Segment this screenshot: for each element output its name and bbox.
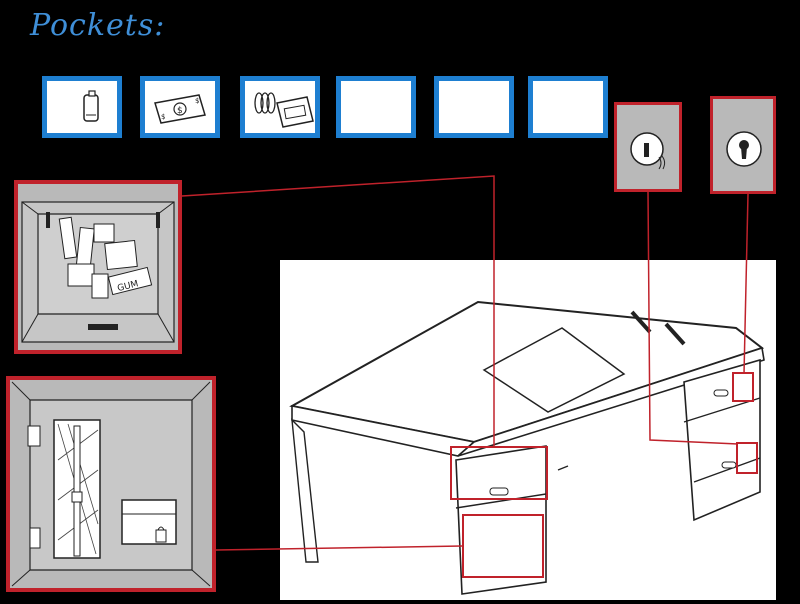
- inventory-slot-empty-4[interactable]: [336, 76, 416, 138]
- hotspot-right-middle-keyhole[interactable]: [736, 442, 758, 474]
- keyhole-closeup-damaged[interactable]: [614, 102, 682, 192]
- coins-and-wallet-icon: [254, 92, 314, 128]
- drawer-top-contents: GUM: [21, 201, 175, 343]
- inventory-slot-empty-6[interactable]: [528, 76, 608, 138]
- inventory-title: Pockets:: [30, 8, 166, 43]
- inventory-slot-dollar-bill[interactable]: $ $ $: [140, 76, 220, 138]
- papers-icon: [58, 216, 138, 299]
- lockbox-icon: [121, 499, 177, 545]
- damaged-keyhole-icon: [630, 132, 666, 170]
- inventory-slot-empty-5[interactable]: [434, 76, 514, 138]
- inventory-slot-phone[interactable]: [42, 76, 122, 138]
- pen-icon[interactable]: [630, 310, 652, 334]
- svg-text:$: $: [161, 113, 165, 121]
- drawer-interior-top[interactable]: GUM: [14, 180, 182, 354]
- svg-text:$: $: [195, 97, 199, 105]
- folder-stack-icon: [53, 419, 101, 559]
- dollar-bill-icon: $ $ $: [154, 94, 206, 124]
- inventory-slot-coins-wallet[interactable]: [240, 76, 320, 138]
- keyhole-closeup[interactable]: [710, 96, 776, 194]
- hotspot-left-top-drawer[interactable]: [450, 446, 548, 500]
- hotspot-right-top-keyhole[interactable]: [732, 372, 754, 402]
- drawer-interior-bottom[interactable]: [6, 376, 216, 592]
- svg-text:$: $: [177, 106, 183, 116]
- paper-sheet[interactable]: [482, 327, 626, 413]
- keyhole-icon: [726, 131, 762, 167]
- phone-icon: [83, 90, 99, 122]
- drawer-bottom-contents: [11, 381, 211, 587]
- hotspot-left-bottom-drawer[interactable]: [462, 514, 544, 578]
